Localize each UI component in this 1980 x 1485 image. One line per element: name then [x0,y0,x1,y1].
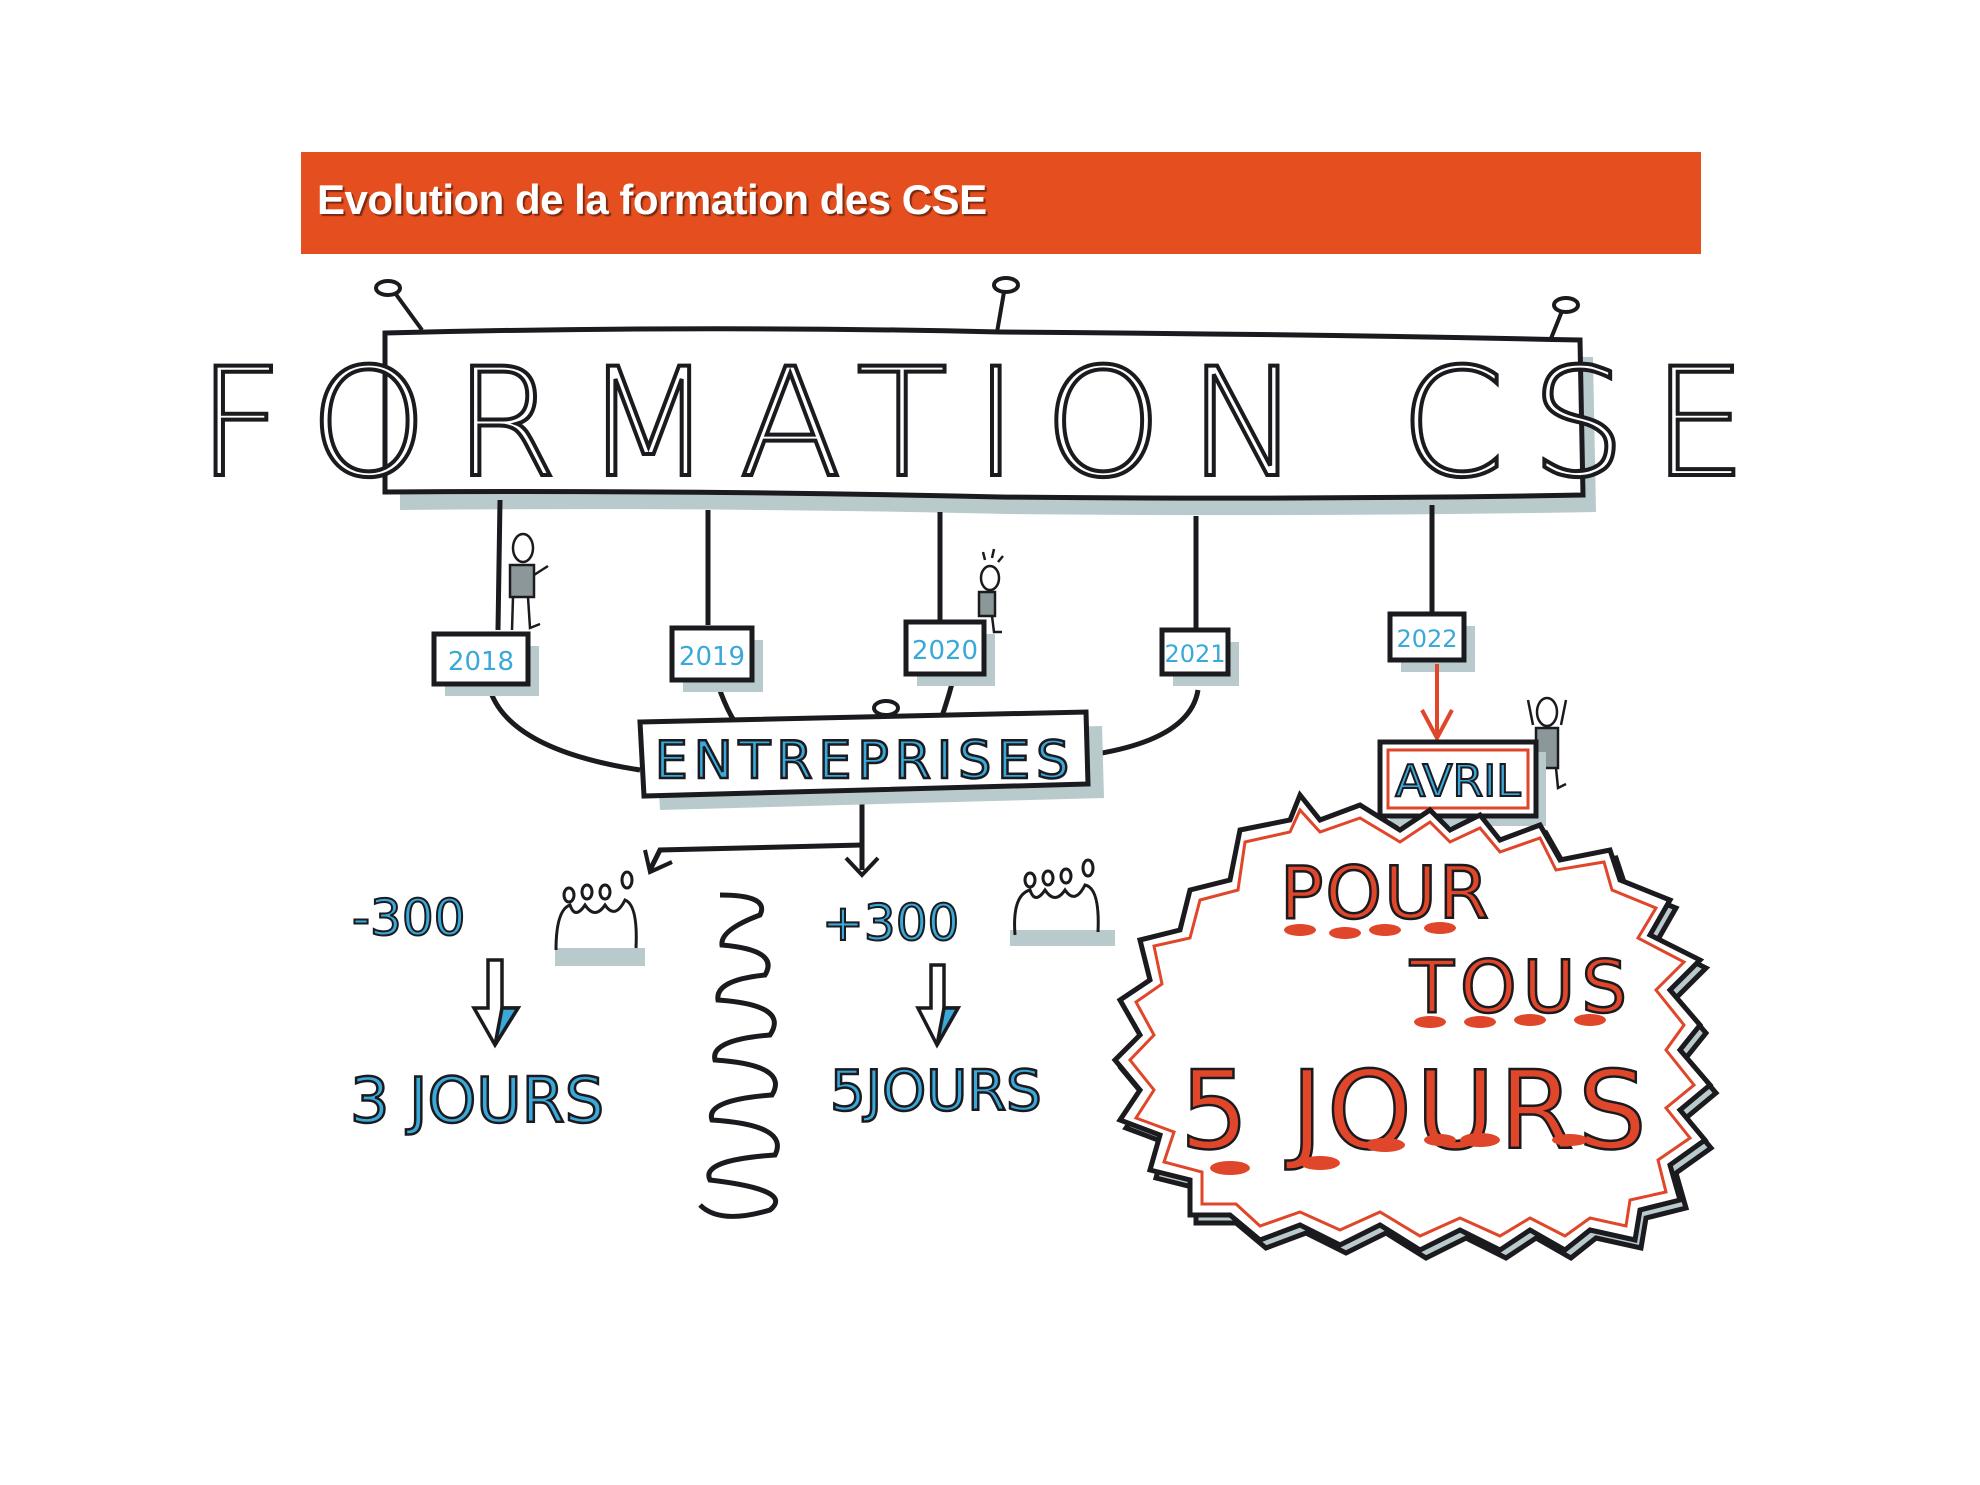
hollow-down-arrow-icon [915,963,962,1049]
arrow-icons [643,849,880,878]
header-bar: Evolution de la formation des CSE [301,152,1701,254]
svg-text:2020: 2020 [912,636,978,666]
svg-text:2019: 2019 [679,642,745,672]
svg-text:+300: +300 [822,894,959,952]
red-arrow-icon [1420,664,1454,743]
year-box-2019: 2019 [669,625,763,692]
svg-text:POUR: POUR [1280,851,1491,935]
red-dash-underlines [1210,922,1606,1175]
person-thinking-icon [977,548,1004,634]
spring-divider-icon [698,892,780,1219]
burst-text: POUR TOUS 5 JOURS [1179,850,1651,1176]
svg-text:AVRIL: AVRIL [1395,756,1521,807]
svg-text:2021: 2021 [1164,640,1225,668]
people-group-icon [1010,858,1115,946]
page-title: Evolution de la formation des CSE [317,176,987,223]
svg-text:5 JOURS: 5 JOURS [1180,1049,1651,1174]
svg-text:3 JOURS: 3 JOURS [350,1064,604,1137]
branch-small-companies: -300 3 JOURS [349,870,645,1138]
burst-callout: POUR TOUS 5 JOURS [1111,790,1720,1262]
svg-text:2022: 2022 [1396,625,1457,653]
year-box-2020: 2020 [903,619,995,686]
entreprises-box: ENTREPRISES [637,709,1104,810]
avril-box: AVRIL [1377,739,1546,826]
hollow-down-arrow-icon [470,958,522,1049]
svg-text:ENTREPRISES: ENTREPRISES [655,731,1075,791]
people-group-icon [554,870,645,966]
branch-large-companies: +300 5JOURS [821,858,1115,1125]
svg-text:5JOURS: 5JOURS [830,1059,1042,1124]
svg-text:-300: -300 [352,889,465,947]
main-banner-text: FORMATION CSE [197,337,1773,511]
year-box-2022: 2022 [1387,611,1475,672]
svg-text:2018: 2018 [448,647,514,677]
year-boxes: 2018 2019 2020 2021 2022 [431,611,1475,696]
year-box-2021: 2021 [1159,627,1239,686]
year-box-2018: 2018 [431,631,539,696]
main-banner: FORMATION CSE [195,326,1773,516]
person-figure-icon [508,532,549,631]
